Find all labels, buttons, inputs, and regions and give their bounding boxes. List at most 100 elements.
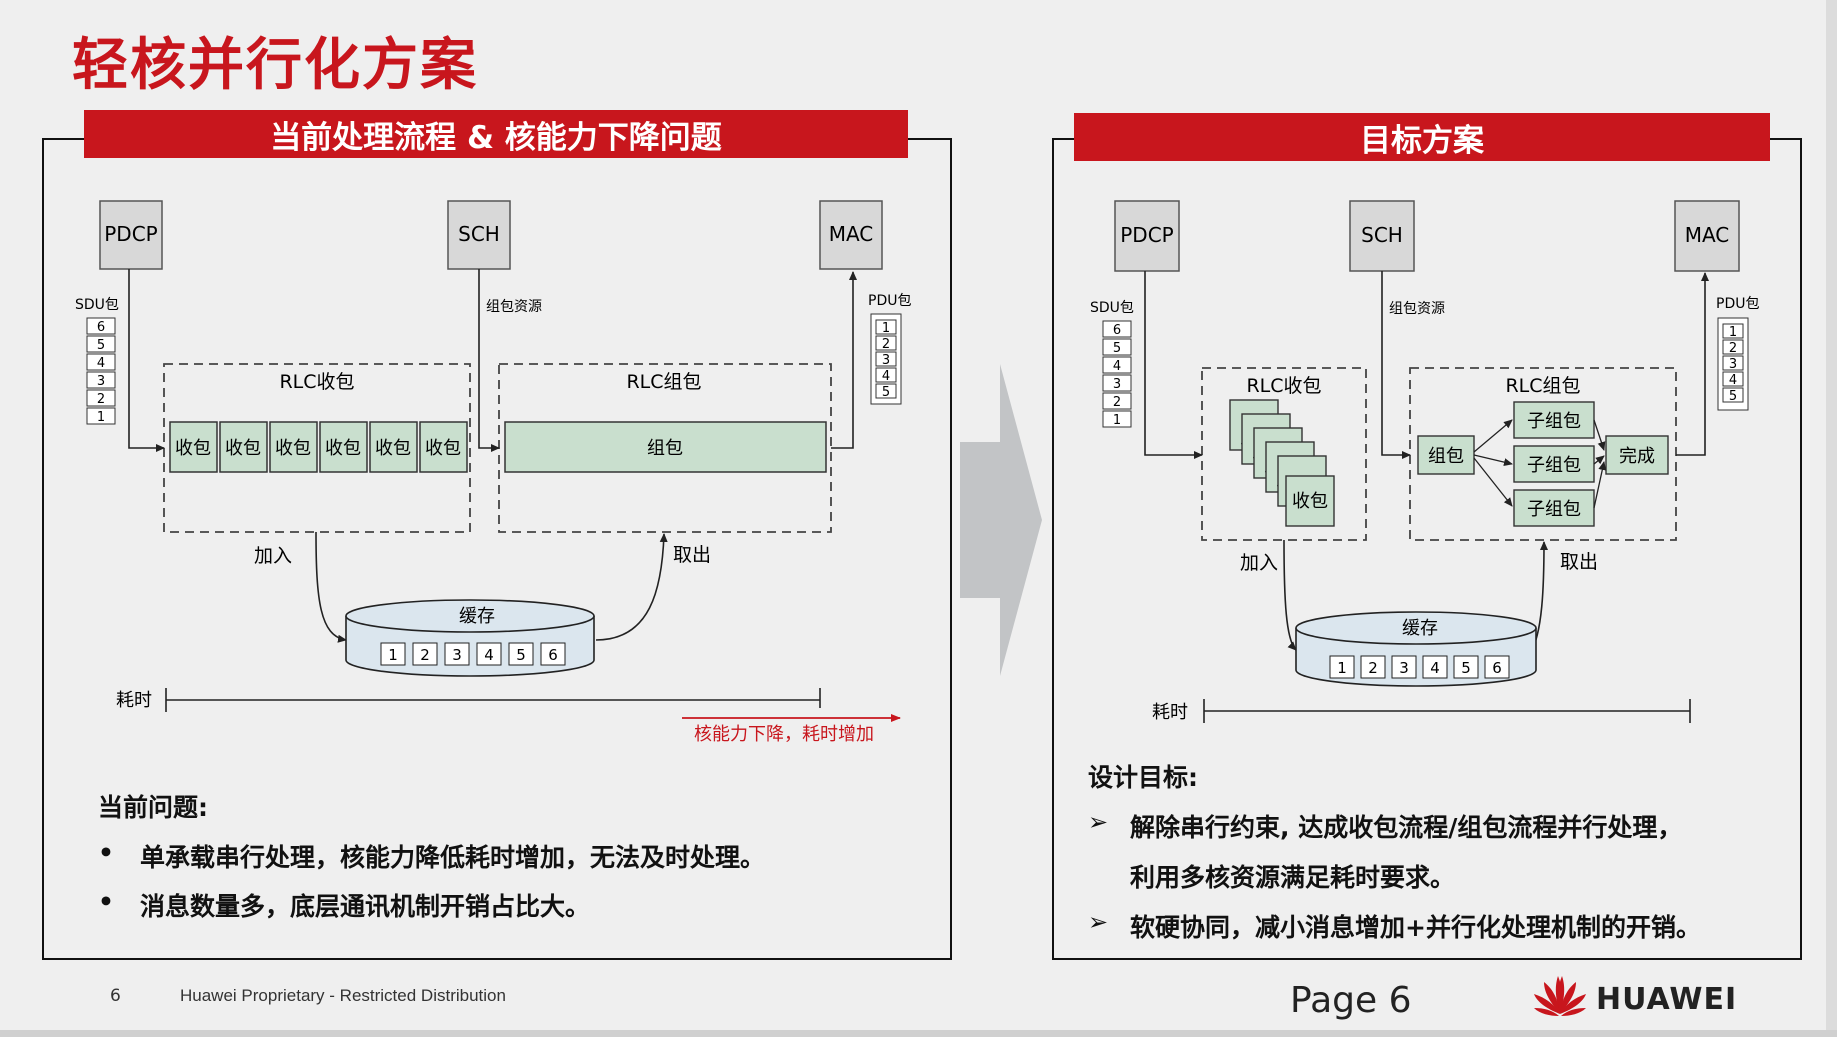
right-banner: 目标方案 xyxy=(1074,113,1770,161)
left-panel xyxy=(42,138,952,960)
left-issues: 当前问题: • 单承载串行处理，核能力降低耗时增加，无法及时处理。 • 消息数量… xyxy=(98,788,918,936)
right-panel xyxy=(1052,138,1802,960)
right-fan-arrows xyxy=(1473,419,1607,509)
left-sdu-stack: 6 5 4 3 2 1 xyxy=(86,317,116,425)
left-time-line xyxy=(165,688,821,712)
right-pdu-item: 5 xyxy=(1729,389,1737,404)
goal-text: 利用多核资源满足耗时要求。 xyxy=(1130,863,1456,892)
arrow-marker-icon: ➢ xyxy=(1088,908,1109,936)
right-mac-label: MAC xyxy=(1685,223,1730,247)
left-sdu-item: 1 xyxy=(97,410,105,425)
right-cache: 缓存 1 2 3 4 5 6 xyxy=(1295,611,1537,687)
right-pdu-stack: 1 2 3 4 5 xyxy=(1717,317,1749,411)
right-goals: 设计目标: ➢ 解除串行约束, 达成收包流程/组包流程并行处理， 利用多核资源满… xyxy=(1088,758,1788,958)
left-sdu-arrow xyxy=(128,269,165,452)
right-sub-packs: 子组包 子组包 子组包 xyxy=(1513,401,1595,527)
bullet-marker: • xyxy=(98,838,114,867)
right-sch-label: SCH xyxy=(1361,223,1403,247)
right-cache-label: 缓存 xyxy=(1402,618,1438,639)
right-cache-cell: 3 xyxy=(1399,659,1409,677)
left-cache-cell: 1 xyxy=(388,646,398,664)
right-pdcp-node: PDCP xyxy=(1114,200,1180,272)
footer-page-number: 6 xyxy=(110,986,121,1006)
goal-text: 软硬协同，减小消息增加+并行化处理机制的开销。 xyxy=(1130,913,1701,942)
slide-title: 轻核并行化方案 xyxy=(72,33,478,98)
huawei-logo-text: HUAWEI xyxy=(1596,982,1738,1017)
window-bottom-edge xyxy=(0,1030,1837,1037)
right-cache-cell: 2 xyxy=(1368,659,1378,677)
right-pdu-item: 1 xyxy=(1729,325,1737,340)
left-res-label: 组包资源 xyxy=(486,299,542,315)
left-pdcp-node: PDCP xyxy=(99,200,163,270)
right-pack-label: 组包 xyxy=(1428,446,1464,467)
right-sub-pack-label: 子组包 xyxy=(1527,499,1581,520)
right-sdu-item: 4 xyxy=(1113,359,1121,374)
arrow-marker-icon: ➢ xyxy=(1088,808,1109,836)
left-sdu-item: 2 xyxy=(97,392,105,407)
left-time-label: 耗时 xyxy=(116,690,152,711)
left-sdu-item: 3 xyxy=(97,374,105,389)
left-pdu-item: 2 xyxy=(882,337,890,352)
right-sdu-item: 6 xyxy=(1113,323,1121,338)
right-join-arrow xyxy=(1283,539,1297,651)
right-sdu-stack: 6 5 4 3 2 1 xyxy=(1102,320,1132,428)
right-rlc-recv-label: RLC收包 xyxy=(1246,375,1321,397)
right-time-label: 耗时 xyxy=(1152,702,1188,723)
left-recv-cell: 收包 xyxy=(175,438,211,459)
left-cache-cell: 4 xyxy=(484,646,494,664)
right-sub-pack-label: 子组包 xyxy=(1527,455,1581,476)
left-res-arrow xyxy=(478,269,500,452)
left-sdu-item: 5 xyxy=(97,338,105,353)
right-diagram: PDCP SCH MAC SDU包 6 5 4 3 2 1 组包资源 PDU包 … xyxy=(1090,200,1759,723)
left-sch-label: SCH xyxy=(458,222,500,246)
bullet-marker: • xyxy=(98,887,114,916)
left-join-label: 加入 xyxy=(254,545,292,567)
issue-item: • 消息数量多，底层通讯机制开销占比大。 xyxy=(98,887,918,923)
right-mac-node: MAC xyxy=(1674,200,1740,272)
right-sch-node: SCH xyxy=(1349,200,1415,272)
right-pdu-item: 4 xyxy=(1729,373,1737,388)
left-take-arrow xyxy=(595,533,668,641)
right-pack-node xyxy=(1417,435,1475,475)
right-sdu-item: 1 xyxy=(1113,413,1121,428)
left-cache: 缓存 1 2 3 4 5 6 xyxy=(345,599,595,677)
left-pdu-item: 5 xyxy=(882,385,890,400)
left-pdu-item: 1 xyxy=(882,321,890,336)
left-pdu-item: 4 xyxy=(882,369,890,384)
right-res-arrow xyxy=(1381,271,1411,459)
right-done-label: 完成 xyxy=(1619,446,1655,467)
right-cache-cell: 1 xyxy=(1337,659,1347,677)
window-right-edge xyxy=(1826,0,1837,1037)
left-cache-cell: 2 xyxy=(420,646,430,664)
left-recv-cell: 收包 xyxy=(275,438,311,459)
goal-item: 利用多核资源满足耗时要求。 xyxy=(1088,858,1788,894)
issue-text: 消息数量多，底层通讯机制开销占比大。 xyxy=(140,892,591,921)
left-sdu-label: SDU包 xyxy=(75,297,119,313)
right-sub-pack-label: 子组包 xyxy=(1527,411,1581,432)
goal-item: ➢ 解除串行约束, 达成收包流程/组包流程并行处理， xyxy=(1088,808,1788,844)
left-pdu-item: 3 xyxy=(882,353,890,368)
right-join-label: 加入 xyxy=(1240,552,1278,574)
right-cache-cell: 6 xyxy=(1492,659,1502,677)
left-sch-node: SCH xyxy=(447,200,511,270)
left-sdu-item: 4 xyxy=(97,356,105,371)
goal-text: 解除串行约束, 达成收包流程/组包流程并行处理， xyxy=(1130,813,1683,842)
left-cache-cell: 6 xyxy=(548,646,558,664)
left-pdu-stack: 1 2 3 4 5 xyxy=(870,313,902,405)
right-recv-front-label: 收包 xyxy=(1292,491,1328,512)
right-pdu-item: 3 xyxy=(1729,357,1737,372)
right-take-label: 取出 xyxy=(1560,551,1598,573)
right-cache-cell: 4 xyxy=(1430,659,1440,677)
right-pdu-arrow xyxy=(1676,272,1709,456)
goal-indent xyxy=(1088,858,1130,894)
left-pdu-arrow xyxy=(831,271,857,449)
left-recv-cell: 收包 xyxy=(325,438,361,459)
left-banner: 当前处理流程 & 核能力下降问题 xyxy=(84,110,908,158)
issues-title: 当前问题: xyxy=(98,793,208,822)
transition-arrow xyxy=(960,364,1042,676)
left-rlc-recv-label: RLC收包 xyxy=(279,371,354,393)
right-rlc-pack-label: RLC组包 xyxy=(1505,375,1580,397)
left-pdu-label: PDU包 xyxy=(868,293,911,309)
left-rlc-pack-label: RLC组包 xyxy=(626,371,701,393)
